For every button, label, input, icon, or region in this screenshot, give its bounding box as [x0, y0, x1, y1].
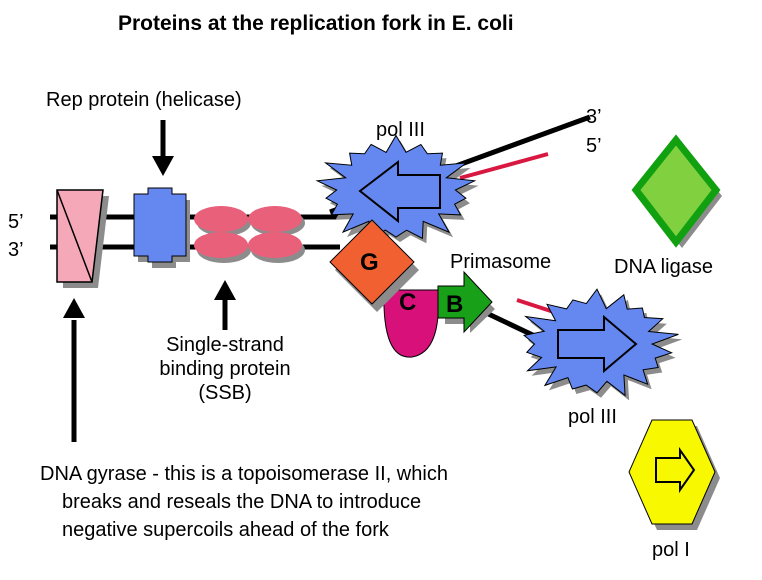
gyrase-line1: DNA gyrase - this is a topoisomerase II,…: [40, 463, 448, 485]
dna-ligase-shape: [631, 134, 722, 248]
pol1-shape: [628, 419, 720, 530]
pol3-bottom-arrow-icon: [557, 314, 638, 374]
dna-ligase-label: DNA ligase: [614, 256, 713, 278]
ssb-label-line1: Single-strand: [166, 334, 284, 356]
pol1-label: pol I: [652, 539, 690, 561]
gyrase-line3: negative supercoils ahead of the fork: [62, 519, 389, 541]
five-prime-top-label: 5’: [586, 135, 602, 157]
dnaG-letter: G: [360, 249, 379, 276]
dnaB-shape: [437, 270, 495, 334]
helicase-shape: [133, 187, 190, 268]
page-title: Proteins at the replication fork in E. c…: [118, 12, 514, 35]
dnaB-letter: B: [446, 291, 464, 318]
rep-protein-label: Rep protein (helicase): [46, 89, 242, 111]
ssb-label-line2: binding protein: [159, 358, 291, 380]
pol3-top-arrow-icon: [358, 159, 441, 224]
ssb-shapes: [194, 206, 305, 263]
ssb-label-line3: (SSB): [198, 382, 252, 404]
pointer-arrows: [63, 120, 236, 442]
ssb-label: Single-strand binding protein (SSB): [130, 333, 320, 405]
pol3-top-label: pol III: [376, 119, 425, 141]
dnaC-letter: C: [399, 289, 417, 316]
leading-strand-rna-primer: [459, 152, 549, 180]
gyrase-line2: breaks and reseals the DNA to introduce: [62, 491, 422, 513]
pol1-arrow-icon: [655, 446, 696, 494]
pol3-bottom-label: pol III: [568, 406, 617, 428]
pol3-bottom-shape: [522, 288, 683, 401]
five-prime-left-label: 5’: [8, 211, 24, 233]
dna-gyrase-shape: [56, 189, 109, 288]
three-prime-left-label: 3’: [8, 239, 24, 261]
three-prime-top-label: 3’: [586, 106, 602, 128]
dnaG-shape: [329, 219, 419, 312]
primasome-label: Primasome: [450, 251, 552, 273]
dnaC-shape: [383, 289, 443, 358]
gyrase-description: DNA gyrase - this is a topoisomerase II,…: [40, 460, 448, 544]
pol3-top-shape: [315, 134, 479, 244]
